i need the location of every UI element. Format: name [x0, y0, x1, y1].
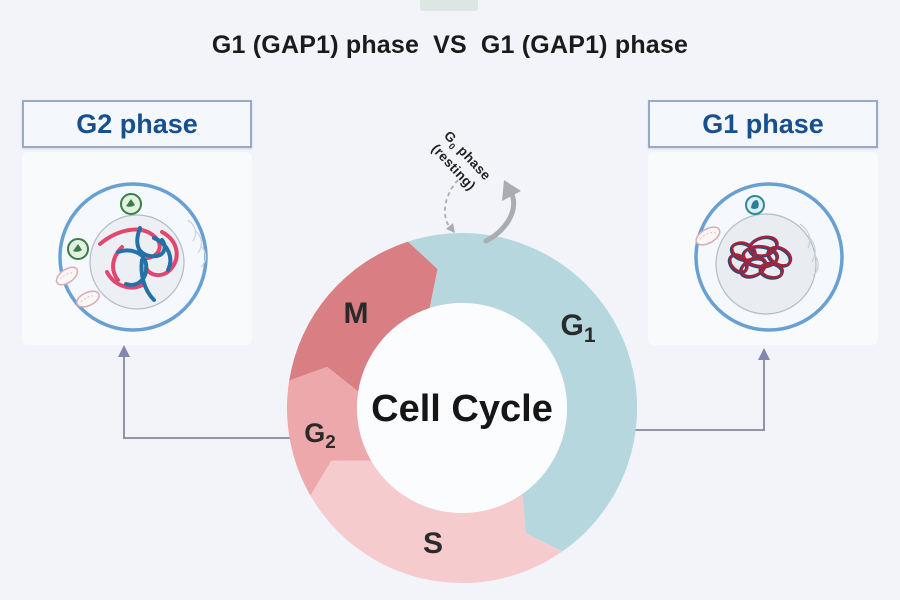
- cycle-donut-hole: [357, 303, 567, 513]
- page-title: G1 (GAP1) phase VS G1 (GAP1) phase: [0, 31, 900, 60]
- mitochondrion-icon: [55, 266, 79, 286]
- g2-phase-header: G2 phase: [22, 100, 252, 148]
- g0-exit-arrow: [483, 180, 521, 244]
- g2-cell-illustration: [55, 182, 208, 332]
- title-vs: VS: [433, 31, 467, 59]
- segment-label-g2: G2: [304, 418, 336, 453]
- g1-phase-header-label: G1 phase: [702, 108, 824, 139]
- top-accent-bar: [420, 0, 478, 11]
- cycle-segment-m: [289, 241, 438, 392]
- mitochondrion-icon: [695, 226, 721, 246]
- title-left-phase: G1 (GAP1) phase: [211, 31, 420, 59]
- arrowhead-up-icon: [118, 345, 130, 357]
- arrowhead-icon: [502, 180, 521, 201]
- segment-label-s: S: [423, 527, 443, 560]
- cycle-donut: [287, 232, 638, 584]
- left-connector-arrow: [118, 345, 293, 439]
- g1-phase-card: G1 phase: [648, 100, 878, 345]
- arrowhead-up-icon: [758, 348, 770, 360]
- g1-phase-illustration-panel: [648, 152, 878, 345]
- g2-phase-card: G2 phase: [22, 100, 252, 345]
- endoplasmic-reticulum-icon: [799, 223, 819, 277]
- g2-phase-header-label: G2 phase: [76, 108, 198, 139]
- g0-return-arrow: [444, 179, 459, 233]
- cycle-segment-g2: [287, 366, 372, 496]
- lysosome-icon: [745, 195, 765, 215]
- cycle-segment-g1: [407, 232, 638, 552]
- nucleus: [89, 214, 185, 310]
- right-connector-arrow: [634, 348, 770, 431]
- segment-label-g1: G1: [560, 309, 595, 347]
- g1-phase-header: G1 phase: [648, 100, 878, 148]
- g1-cell-illustration: [694, 182, 844, 332]
- title-right-phase: G1 (GAP1) phase: [480, 31, 689, 59]
- cycle-segment-s: [310, 460, 563, 584]
- mitochondrion-icon: [76, 290, 100, 308]
- arrowhead-icon: [446, 223, 455, 233]
- segment-label-m: M: [344, 297, 369, 330]
- chromatin-icon: [98, 226, 179, 302]
- endoplasmic-reticulum-icon: [187, 219, 207, 268]
- g2-phase-illustration-panel: [22, 152, 252, 345]
- peroxisome-icon: [120, 193, 142, 215]
- peroxisome-icon: [67, 238, 89, 260]
- cycle-center-label: Cell Cycle: [371, 388, 553, 430]
- chromatin-icon: [727, 235, 793, 280]
